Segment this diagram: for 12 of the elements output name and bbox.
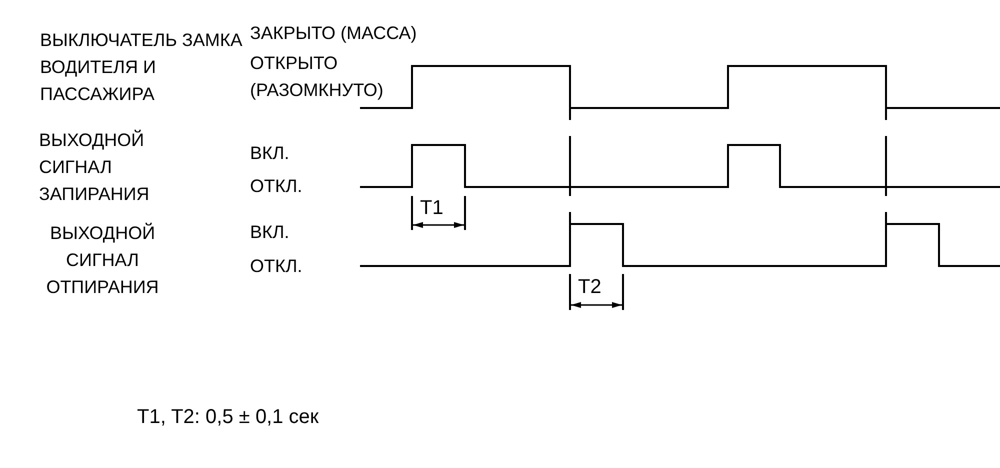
state-label: ОТКРЫТО (РАЗОМКНУТО) <box>250 52 384 102</box>
state-label: ОТКЛ. <box>250 175 302 198</box>
state-label: ВКЛ. <box>250 142 290 165</box>
state-label: ВКЛ. <box>250 221 290 244</box>
dimension-label: T1 <box>420 196 444 221</box>
signal-label: ВЫКЛЮЧАТЕЛЬ ЗАМКА ВОДИТЕЛЯ И ПАССАЖИРА <box>40 29 244 106</box>
state-label: ОТКЛ. <box>250 255 302 278</box>
signal-label: ВЫХОДНОЙ СИГНАЛ ОТПИРАНИЯ <box>45 222 160 299</box>
dimension-label: T2 <box>578 275 602 300</box>
state-label: ЗАКРЫТО (МАССА) <box>250 22 417 45</box>
note-text: T1, T2: 0,5 ± 0,1 сек <box>137 405 319 430</box>
signal-label: ВЫХОДНОЙ СИГНАЛ ЗАПИРАНИЯ <box>39 128 150 206</box>
